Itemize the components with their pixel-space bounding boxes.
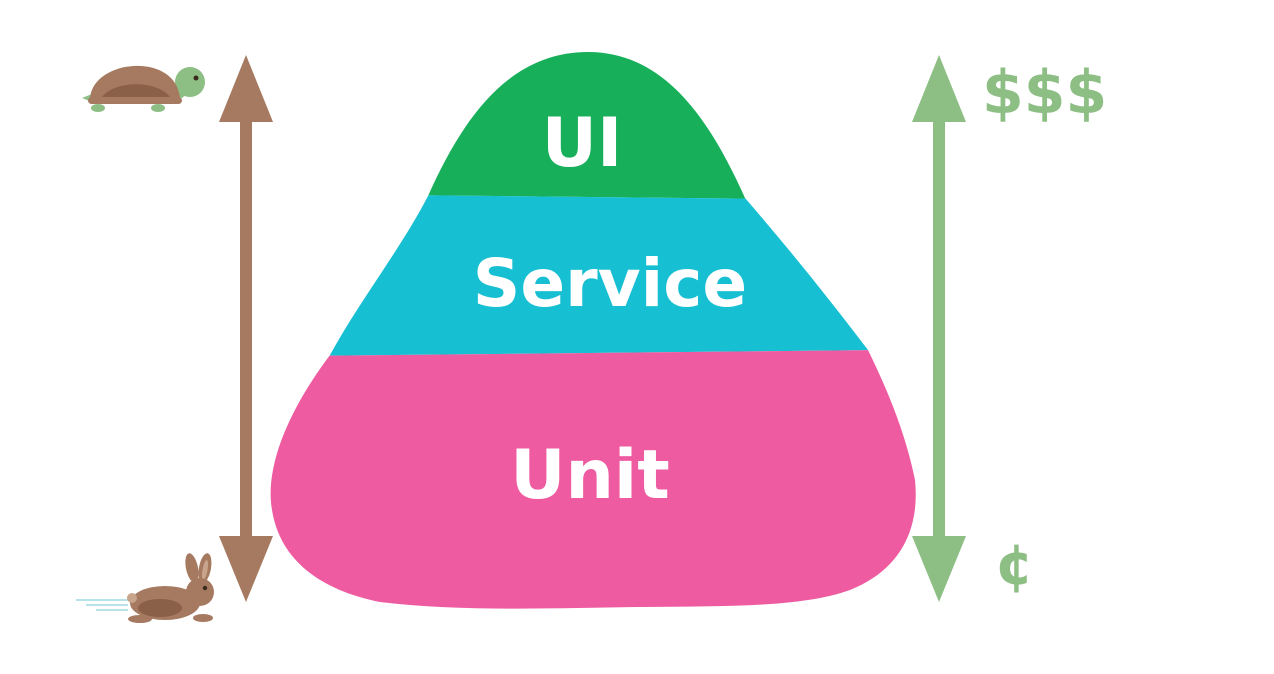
cost-arrow xyxy=(912,55,966,602)
speed-arrow xyxy=(219,55,273,602)
unit-layer-label: Unit xyxy=(510,436,669,515)
unit-layer xyxy=(270,349,916,609)
ui-layer-label: UI xyxy=(542,104,623,183)
service-layer-label: Service xyxy=(473,245,747,322)
cost-low-label: ¢ xyxy=(995,533,1034,598)
turtle-icon xyxy=(82,65,205,112)
rabbit-icon xyxy=(76,553,214,623)
cost-high-label: $$$ xyxy=(982,58,1107,128)
